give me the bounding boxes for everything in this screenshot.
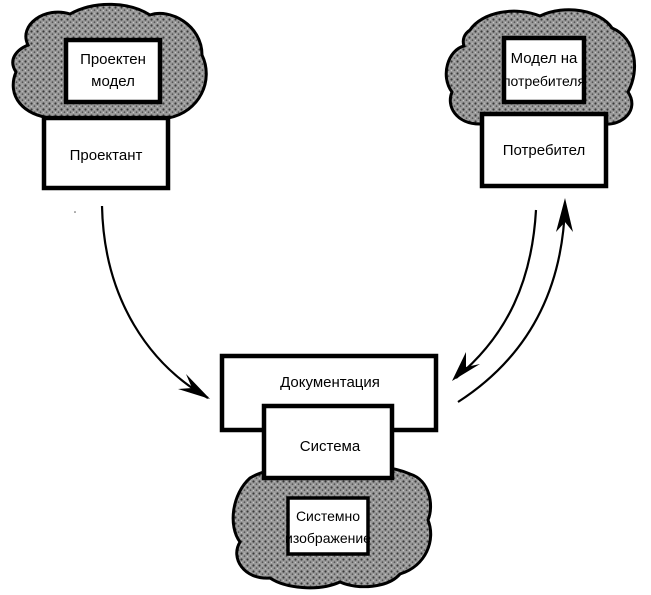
scan-speck <box>74 211 76 213</box>
documentation-label: Документация <box>280 374 380 391</box>
user-group: Модел на потребителя Потребител <box>444 8 636 189</box>
designer-group: Проектен модел Проектант <box>11 2 208 191</box>
system-image-box <box>286 496 370 556</box>
designer-model-label-line2: модел <box>91 73 135 90</box>
user-model-label-line2: потребителя <box>503 73 585 89</box>
user-box <box>479 111 609 189</box>
arrowhead-icon <box>452 352 480 381</box>
system-box <box>261 403 395 481</box>
system-label: Система <box>300 438 361 455</box>
user-label: Потребител <box>503 142 585 159</box>
system-image-label-line2: изображение <box>285 530 371 546</box>
user-model-label-line1: Модел на <box>511 50 578 67</box>
arrowhead-icon <box>178 374 210 399</box>
designer-label: Проектант <box>70 147 143 164</box>
designer-box <box>41 115 171 191</box>
system-group: Документация Система Системно изображени… <box>219 353 439 590</box>
designer-model-label-line1: Проектен <box>80 51 146 68</box>
scan-speck <box>339 577 341 579</box>
user-to-system-arrow <box>452 209 538 381</box>
system-to-user-arrow <box>457 198 573 403</box>
designer-to-system-arrow <box>100 205 210 399</box>
arrowhead-icon <box>556 198 573 232</box>
user-model-box <box>501 35 587 105</box>
designer-model-box <box>63 37 163 105</box>
system-image-label-line1: Системно <box>296 508 360 524</box>
